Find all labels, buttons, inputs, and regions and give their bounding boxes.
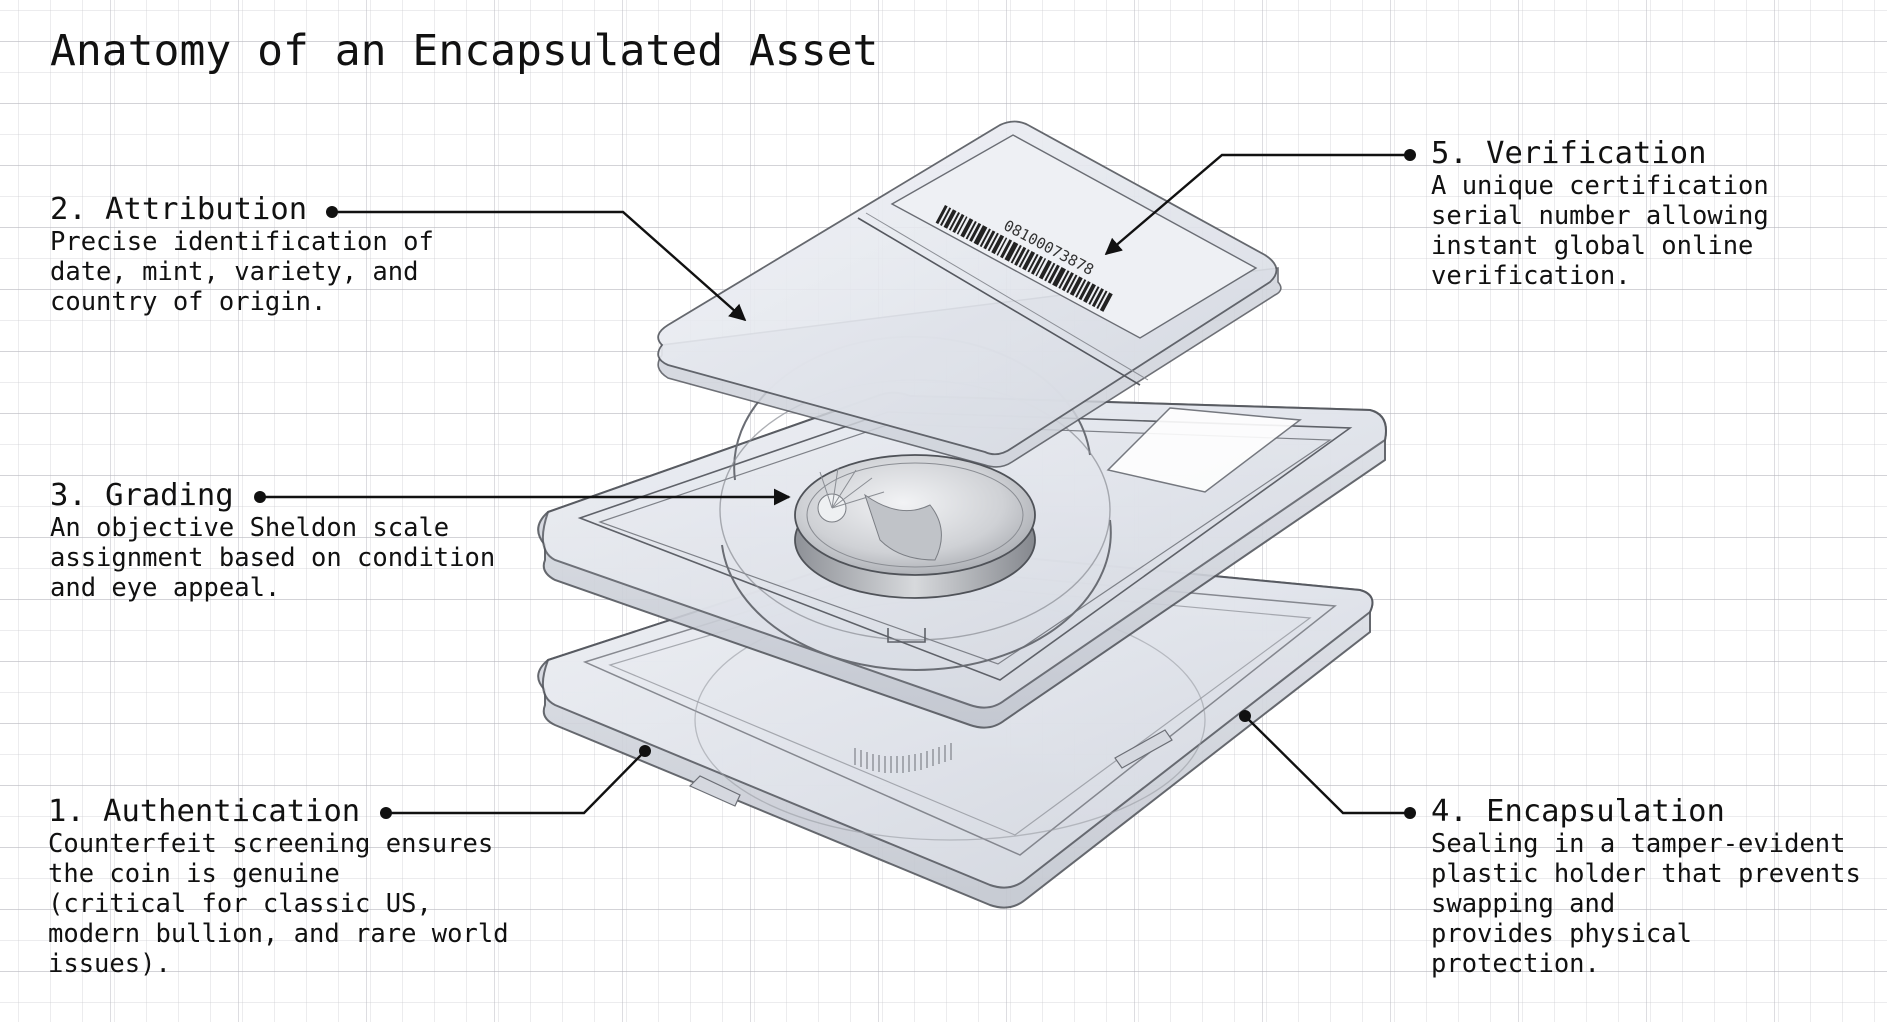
callout-heading: 5. Verification — [1431, 136, 1707, 171]
callout-encapsulation: 4. Encapsulation Sealing in a tamper-evi… — [1431, 794, 1861, 980]
coin — [794, 454, 1036, 599]
callout-heading: 4. Encapsulation — [1431, 794, 1725, 829]
callout-grading: 3. Grading An objective Sheldon scale as… — [50, 478, 496, 604]
connector-verification — [1104, 149, 1416, 256]
callout-attribution: 2. Attribution Precise identification of… — [50, 192, 434, 318]
page-title: Anatomy of an Encapsulated Asset — [50, 26, 879, 76]
callout-heading: 3. Grading — [50, 478, 234, 513]
connector-attribution — [326, 206, 747, 322]
callout-body: Sealing in a tamper-evident plastic hold… — [1431, 829, 1861, 979]
callout-body: Counterfeit screening ensures the coin i… — [48, 829, 509, 979]
callout-body: A unique certification serial number all… — [1431, 171, 1769, 291]
connector-grading — [254, 488, 791, 506]
callout-authentication: 1. Authentication Counterfeit screening … — [48, 794, 509, 980]
callout-verification: 5. Verification A unique certification s… — [1431, 136, 1769, 292]
callout-heading: 1. Authentication — [48, 794, 361, 829]
callout-heading: 2. Attribution — [50, 192, 308, 227]
label-insert: 08100073878 — [657, 120, 1282, 468]
connector-authentication — [380, 745, 651, 819]
connector-encapsulation — [1239, 710, 1416, 819]
callout-body: Precise identification of date, mint, va… — [50, 227, 434, 317]
callout-body: An objective Sheldon scale assignment ba… — [50, 513, 496, 603]
